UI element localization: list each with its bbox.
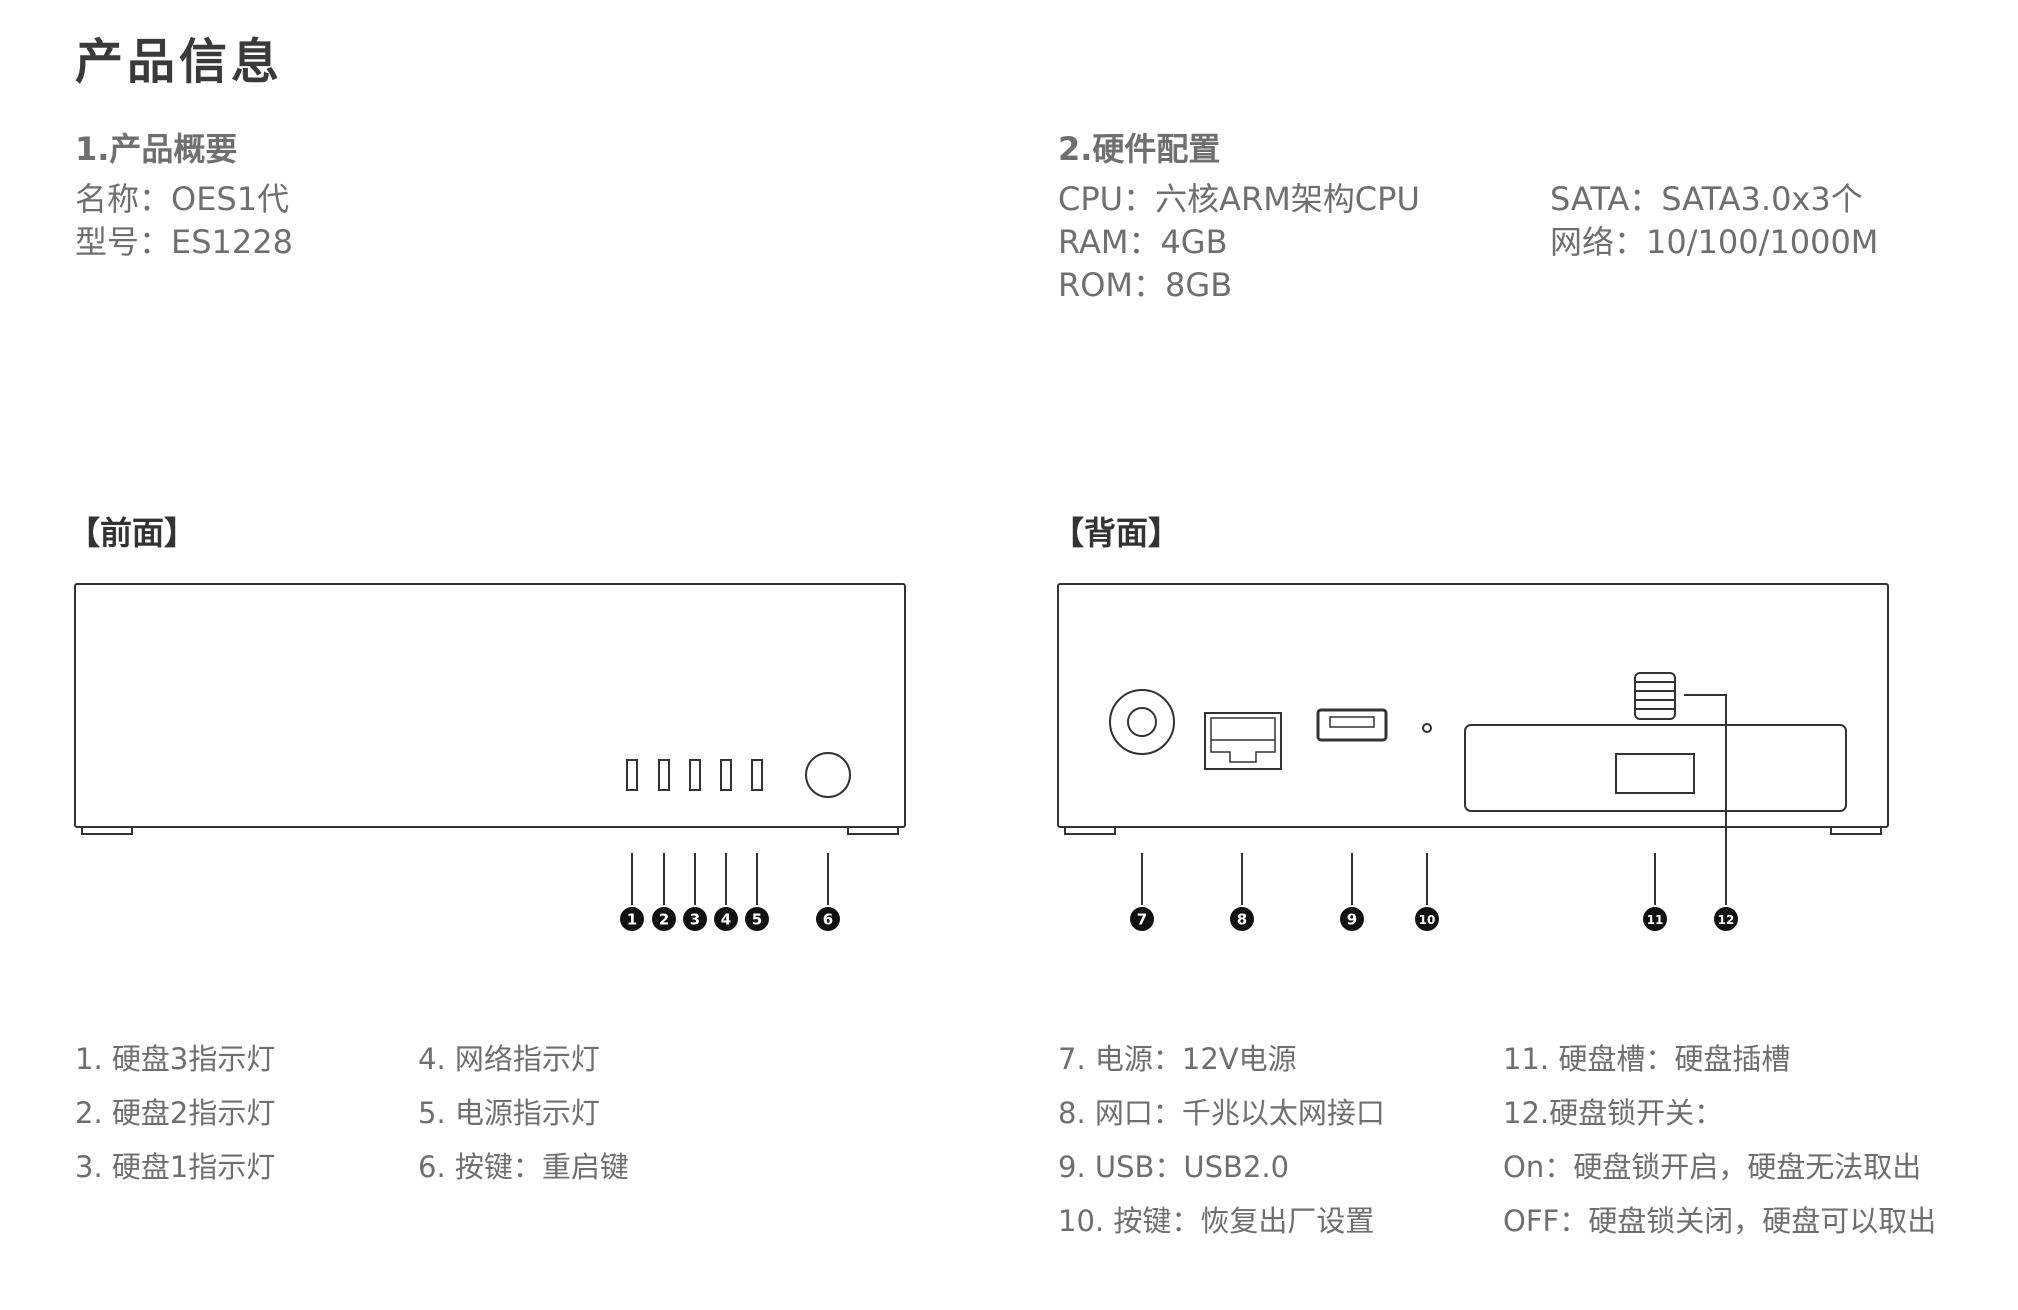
legend-item-6: 6. 按键：重启键 [418, 1150, 629, 1184]
led-hdd3 [626, 759, 638, 791]
legend-item-12-off: OFF：硬盘锁关闭，硬盘可以取出 [1503, 1204, 1937, 1238]
svg-text:9: 9 [1347, 911, 1357, 929]
svg-text:8: 8 [1237, 911, 1247, 929]
back-device-body [1057, 583, 1889, 835]
callout-2: 2 [652, 907, 676, 931]
hardware-network: 网络：10/100/1000M [1550, 223, 1879, 261]
legend-item-11: 11. 硬盘槽：硬盘插槽 [1503, 1042, 1791, 1076]
callout-1: 1 [620, 907, 644, 931]
usb-port [1316, 708, 1388, 742]
overview-model: 型号：ES1228 [75, 223, 293, 261]
hardware-col2: SATA：SATA3.0x3个 网络：10/100/1000M [1550, 178, 1878, 264]
page-title: 产品信息 [75, 34, 284, 90]
back-heading: 【背面】 [1052, 514, 1181, 552]
ethernet-port [1204, 712, 1282, 770]
svg-text:11: 11 [1647, 913, 1664, 927]
legend-item-7: 7. 电源：12V电源 [1058, 1042, 1297, 1076]
callout-8: 8 [1230, 907, 1254, 931]
reboot-button [805, 752, 851, 798]
legend-item-5: 5. 电源指示灯 [418, 1096, 600, 1130]
svg-text:7: 7 [1137, 911, 1147, 929]
legend-item-1: 1. 硬盘3指示灯 [75, 1042, 276, 1076]
callout-5: 5 [745, 907, 769, 931]
hardware-cpu: CPU：六核ARM架构CPU [1058, 180, 1420, 218]
legend-item-12: 12.硬盘锁开关： [1503, 1096, 1724, 1130]
legend-item-4: 4. 网络指示灯 [418, 1042, 600, 1076]
svg-text:12: 12 [1718, 913, 1735, 927]
hdd-lock-switch [1634, 672, 1676, 720]
led-hdd2 [658, 759, 670, 791]
hdd-slot [1464, 724, 1847, 812]
hardware-rom: ROM：8GB [1058, 266, 1233, 304]
callout-7: 7 [1130, 907, 1154, 931]
back-legend-col1: 7. 电源：12V电源 8. 网口：千兆以太网接口 9. USB：USB2.0 … [1058, 1032, 1385, 1248]
callout-12: 12 [1714, 907, 1738, 931]
callout-11: 11 [1643, 907, 1667, 931]
led-power [751, 759, 763, 791]
front-legend-col1: 1. 硬盘3指示灯 2. 硬盘2指示灯 3. 硬盘1指示灯 [75, 1032, 275, 1194]
svg-text:2: 2 [659, 911, 669, 929]
legend-item-2: 2. 硬盘2指示灯 [75, 1096, 276, 1130]
reset-pinhole [1422, 723, 1432, 733]
back-legend-col2: 11. 硬盘槽：硬盘插槽 12.硬盘锁开关： On：硬盘锁开启，硬盘无法取出 O… [1503, 1032, 1936, 1248]
svg-text:1: 1 [627, 911, 637, 929]
led-network [720, 759, 732, 791]
front-heading: 【前面】 [68, 514, 197, 552]
svg-text:5: 5 [752, 911, 762, 929]
hardware-sata: SATA：SATA3.0x3个 [1550, 180, 1863, 218]
callout-6: 6 [816, 907, 840, 931]
svg-text:6: 6 [823, 911, 833, 929]
overview-heading: 1.产品概要 [75, 130, 238, 168]
svg-text:10: 10 [1419, 913, 1436, 927]
callout-4: 4 [714, 907, 738, 931]
hardware-ram: RAM：4GB [1058, 223, 1228, 261]
overview-list: 名称：OES1代 型号：ES1228 [75, 178, 293, 264]
led-hdd1 [689, 759, 701, 791]
callout-3: 3 [683, 907, 707, 931]
hardware-col1: CPU：六核ARM架构CPU RAM：4GB ROM：8GB [1058, 178, 1420, 307]
back-callouts: 7 8 9 10 11 12 [1130, 907, 1738, 931]
overview-name: 名称：OES1代 [75, 180, 290, 218]
legend-item-9: 9. USB：USB2.0 [1058, 1150, 1290, 1184]
front-callouts: 1 2 3 4 5 6 [620, 907, 840, 931]
front-device-body [74, 583, 906, 835]
legend-item-12-on: On：硬盘锁开启，硬盘无法取出 [1503, 1150, 1922, 1184]
legend-item-3: 3. 硬盘1指示灯 [75, 1150, 276, 1184]
legend-item-10: 10. 按键：恢复出厂设置 [1058, 1204, 1375, 1238]
svg-text:3: 3 [690, 911, 700, 929]
power-jack [1109, 689, 1175, 755]
front-legend-col2: 4. 网络指示灯 5. 电源指示灯 6. 按键：重启键 [418, 1032, 629, 1194]
legend-item-8: 8. 网口：千兆以太网接口 [1058, 1096, 1385, 1130]
hardware-heading: 2.硬件配置 [1058, 130, 1221, 168]
svg-text:4: 4 [721, 911, 731, 929]
callout-9: 9 [1340, 907, 1364, 931]
callout-10: 10 [1415, 907, 1439, 931]
